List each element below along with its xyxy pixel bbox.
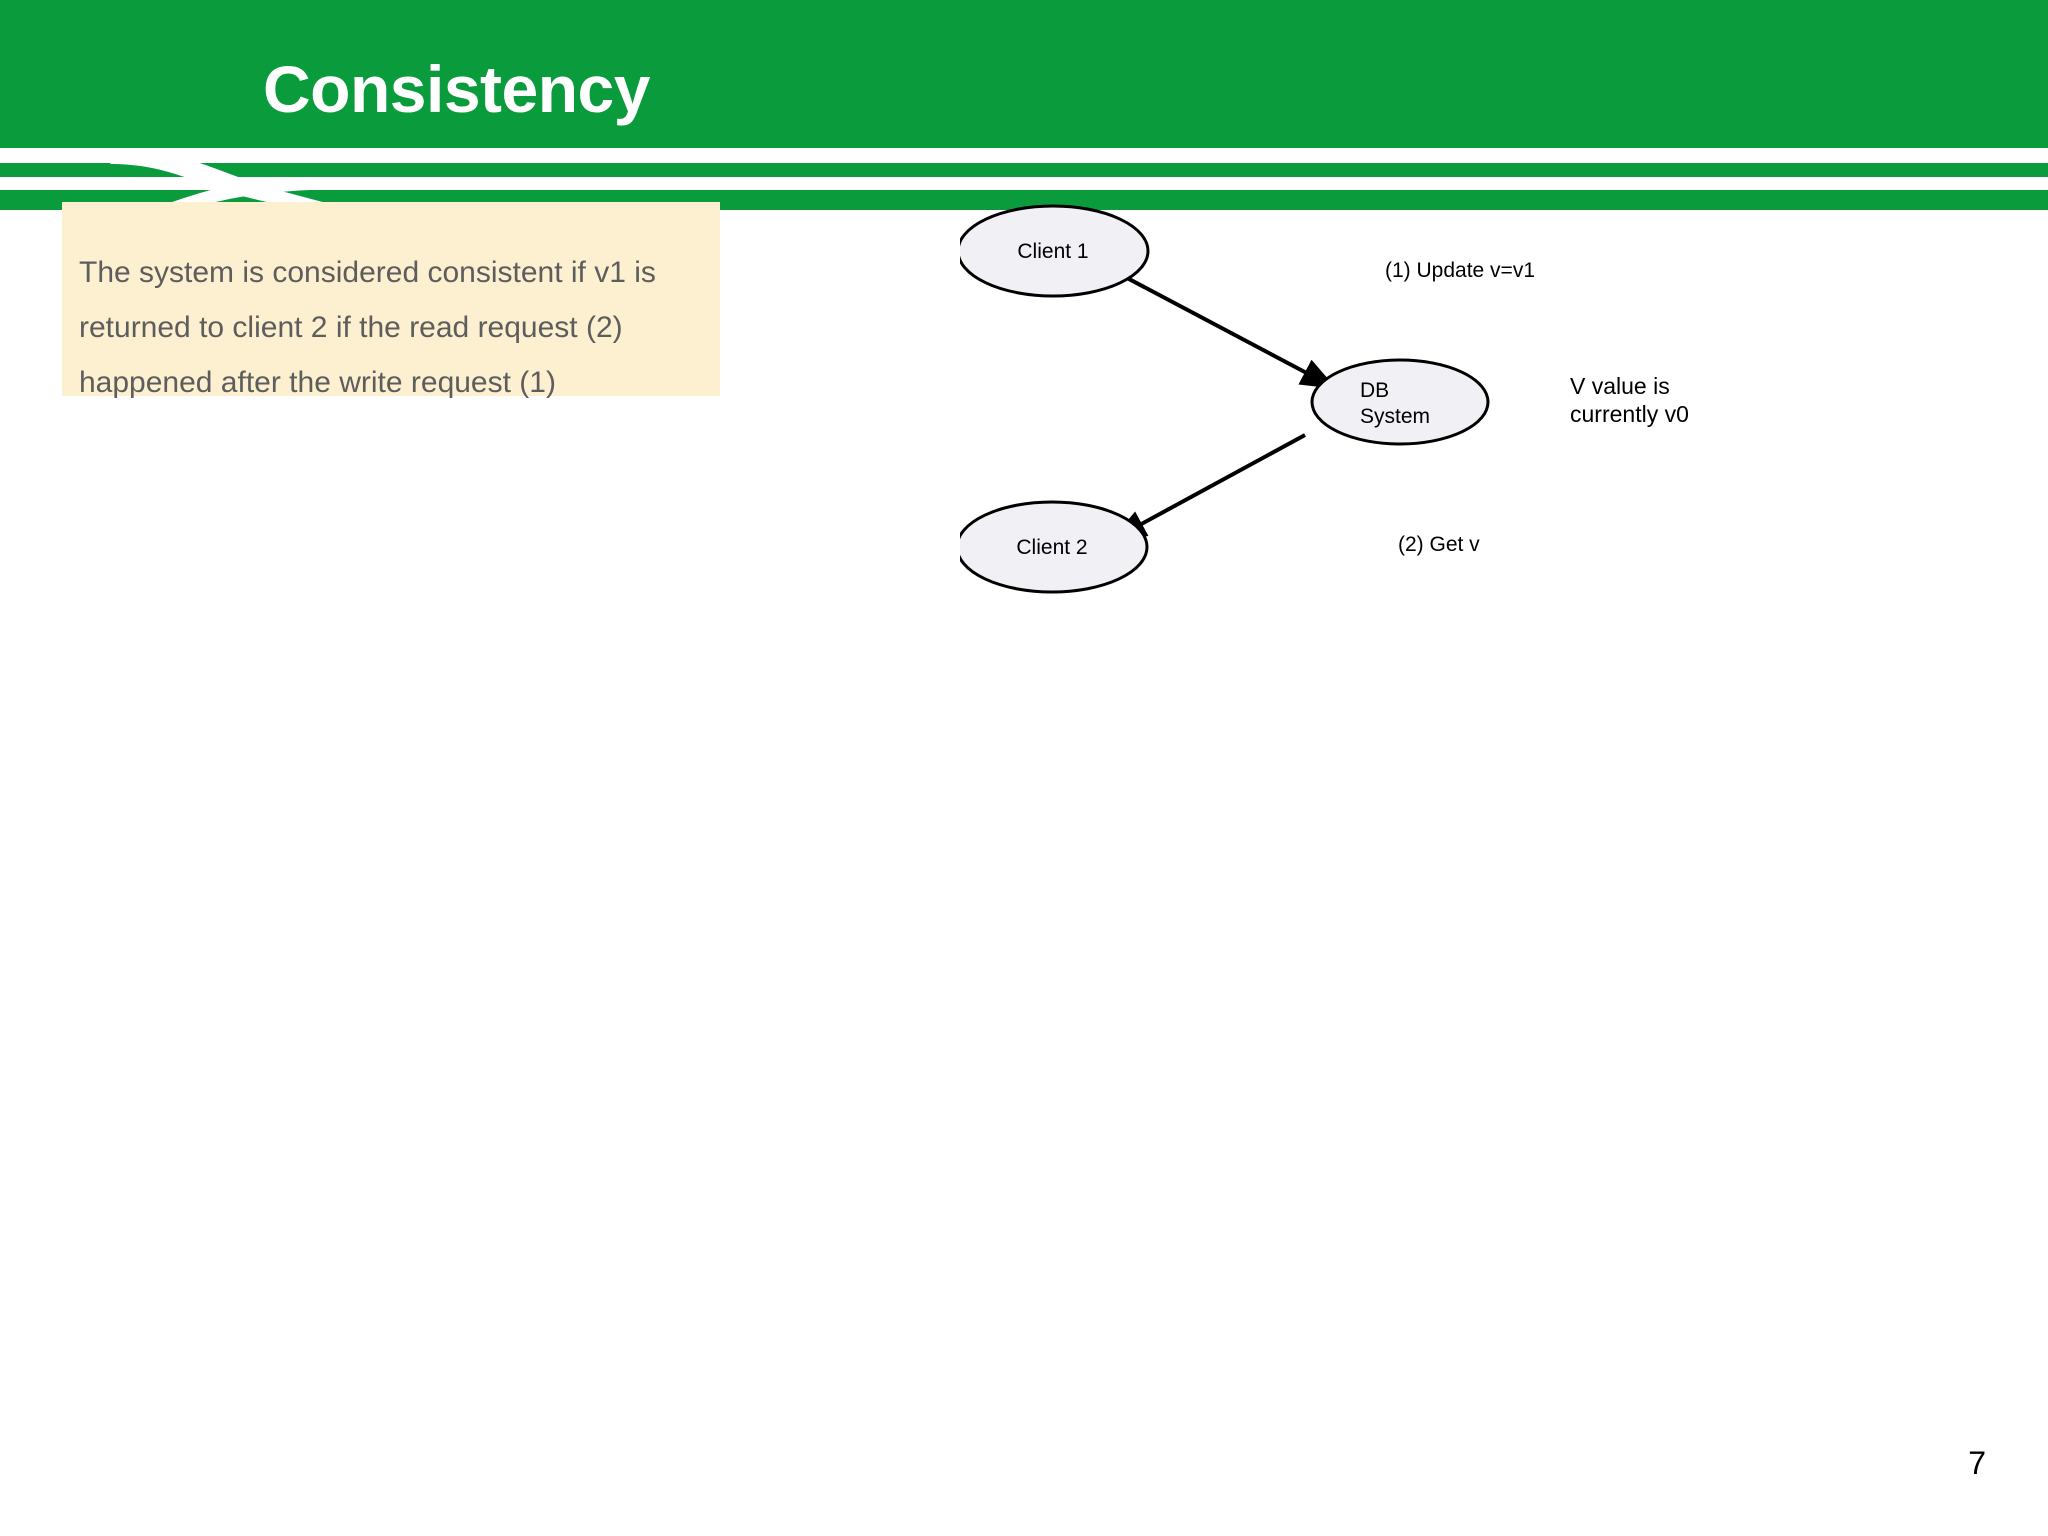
page-title: Consistency <box>263 52 650 126</box>
db-note-line2: currently v0 <box>1570 401 1689 427</box>
node-client1[interactable]: Client 1 <box>960 204 1150 298</box>
stripe-diagonal-crossover <box>110 150 330 210</box>
page-number: 7 <box>1968 1445 1986 1481</box>
node-client2[interactable]: Client 2 <box>960 500 1149 594</box>
node-dbsystem[interactable]: DB System <box>1310 358 1490 446</box>
node-client1-shape <box>960 204 1150 298</box>
db-system-note: V value is currently v0 <box>1570 373 1689 427</box>
edge-label-get: (2) Get v <box>1398 533 1480 556</box>
node-client2-label: Client 2 <box>1016 536 1087 559</box>
node-dbsystem-label-line2: System <box>1360 405 1430 428</box>
stripe-diagonal-merge <box>150 177 2048 210</box>
callout-line-2: returned to client 2 if the read request… <box>79 311 623 344</box>
db-note-line1: V value is <box>1570 373 1670 399</box>
arrow-db-to-client2 <box>1110 433 1306 542</box>
consistency-diagram: Client 1 DB System Client 2 (1) Update v… <box>960 195 2048 675</box>
stripe-green-middle <box>0 163 2048 177</box>
callout-box: The system is considered consistent if v… <box>62 202 720 399</box>
edge-label-update: (1) Update v=v1 <box>1385 259 1535 282</box>
callout-text-body: The system is considered consistent if v… <box>79 245 689 410</box>
node-client1-label: Client 1 <box>1017 240 1088 263</box>
header-lower-stripe-band <box>0 148 2048 210</box>
callout-line-3: happened after the write request (1) <box>79 366 556 399</box>
node-client2-shape <box>960 500 1149 594</box>
stripe-gap-top <box>0 148 2048 163</box>
node-dbsystem-label-line1: DB <box>1360 379 1389 402</box>
arrow-client1-to-db <box>1111 268 1337 390</box>
callout-line-1: The system is considered consistent if v… <box>79 256 656 289</box>
node-dbsystem-shape <box>1310 358 1490 446</box>
